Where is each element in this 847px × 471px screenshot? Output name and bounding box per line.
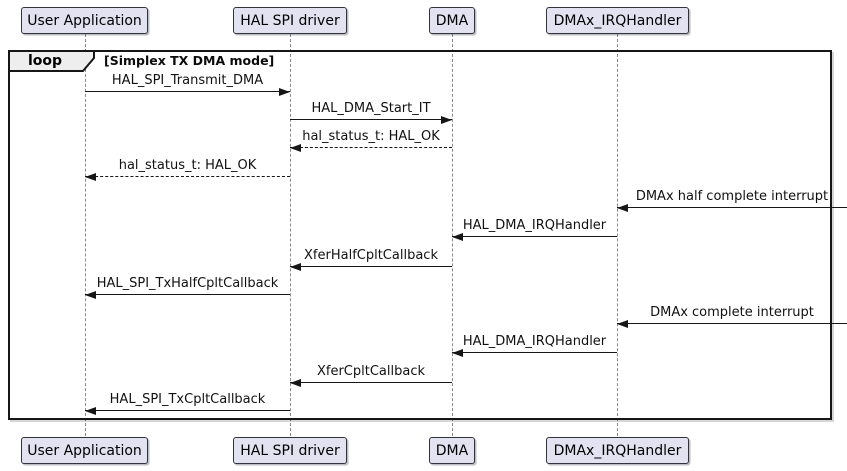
- participant-label: DMA: [435, 442, 469, 459]
- message-hal-dma-start-it: HAL_DMA_Start_IT: [290, 99, 452, 124]
- message-label: DMAx complete interrupt: [650, 305, 814, 320]
- message-hal-dma-irqhandler-2: HAL_DMA_IRQHandler: [452, 332, 617, 357]
- message-hal-spi-transmit-dma: HAL_SPI_Transmit_DMA: [85, 71, 290, 96]
- arrowhead-left-icon: [452, 349, 463, 357]
- message-hal-spi-txhalfcpltcallback: HAL_SPI_TxHalfCpltCallback: [85, 274, 290, 299]
- message-label: hal_status_t: HAL_OK: [118, 158, 257, 173]
- participant-dma-top: DMA: [429, 7, 475, 34]
- arrowhead-right-icon: [279, 88, 290, 96]
- loop-operator-label: loop: [27, 52, 63, 69]
- participant-label: User Application: [27, 442, 142, 459]
- arrowhead-left-icon: [290, 263, 301, 271]
- participant-dma-bottom: DMA: [429, 437, 475, 464]
- lifeline-hal-spi-driver: [289, 34, 291, 436]
- message-label: HAL_DMA_Start_IT: [311, 101, 431, 116]
- message-label: HAL_DMA_IRQHandler: [462, 218, 607, 233]
- arrowhead-left-icon: [290, 379, 301, 387]
- participant-dmax-irqhandler-top: DMAx_IRQHandler: [546, 7, 689, 34]
- message-label: XferHalfCpltCallback: [304, 248, 438, 263]
- message-dmax-complete-interrupt: DMAx complete interrupt: [617, 303, 847, 328]
- loop-guard-label: [Simplex TX DMA mode]: [104, 53, 275, 68]
- message-label: hal_status_t: HAL_OK: [302, 129, 440, 144]
- lifeline-user-application: [84, 34, 86, 436]
- participant-hal-spi-driver-top: HAL SPI driver: [233, 7, 347, 34]
- arrowhead-left-icon: [85, 173, 96, 181]
- participant-user-application-bottom: User Application: [21, 437, 148, 464]
- participant-hal-spi-driver-bottom: HAL SPI driver: [233, 437, 347, 464]
- lifeline-dmax-irqhandler: [616, 34, 618, 436]
- participant-user-application-top: User Application: [21, 7, 148, 34]
- participant-label: DMAx_IRQHandler: [553, 442, 682, 459]
- message-label: HAL_SPI_TxCpltCallback: [109, 392, 266, 407]
- message-hal-spi-txcpltcallback: HAL_SPI_TxCpltCallback: [85, 390, 290, 415]
- participant-label: DMA: [435, 12, 469, 29]
- message-return-hal-ok-to-spi: hal_status_t: HAL_OK: [290, 127, 452, 152]
- message-label: DMAx half complete interrupt: [635, 189, 829, 204]
- loop-frame: [8, 50, 832, 420]
- participant-dmax-irqhandler-bottom: DMAx_IRQHandler: [546, 437, 689, 464]
- message-label: HAL_SPI_TxHalfCpltCallback: [96, 276, 279, 291]
- loop-operator-pentagon: [8, 50, 95, 72]
- message-xfercpltcallback: XferCpltCallback: [290, 362, 452, 387]
- participant-label: User Application: [27, 12, 142, 29]
- message-dmax-half-complete-interrupt: DMAx half complete interrupt: [617, 187, 847, 212]
- participant-label: HAL SPI driver: [240, 442, 340, 459]
- message-return-hal-ok-to-app: hal_status_t: HAL_OK: [85, 156, 290, 181]
- arrowhead-left-icon: [617, 320, 628, 328]
- message-hal-dma-irqhandler-1: HAL_DMA_IRQHandler: [452, 216, 617, 241]
- arrowhead-left-icon: [617, 204, 628, 212]
- arrowhead-right-icon: [441, 116, 452, 124]
- message-label: HAL_DMA_IRQHandler: [462, 334, 607, 349]
- arrowhead-left-icon: [452, 233, 463, 241]
- arrowhead-left-icon: [85, 407, 96, 415]
- message-label: HAL_SPI_Transmit_DMA: [111, 73, 264, 88]
- arrowhead-left-icon: [85, 291, 96, 299]
- message-xferhalfcpltcallback: XferHalfCpltCallback: [290, 246, 452, 271]
- participant-label: HAL SPI driver: [240, 12, 340, 29]
- message-label: XferCpltCallback: [316, 364, 426, 379]
- participant-label: DMAx_IRQHandler: [553, 12, 682, 29]
- arrowhead-left-icon: [290, 144, 301, 152]
